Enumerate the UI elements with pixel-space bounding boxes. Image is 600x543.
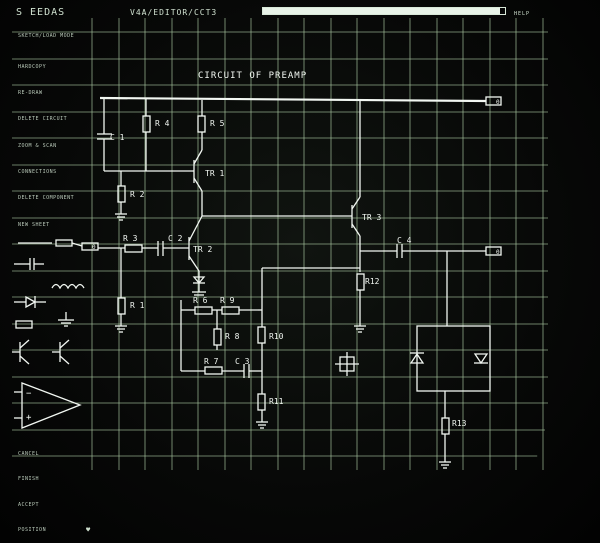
r10-label: R10 (269, 332, 284, 341)
palette-resistor-icon[interactable] (15, 320, 33, 329)
tr3-label: TR 3 (362, 213, 381, 222)
r13-resistor[interactable] (441, 417, 450, 435)
palette-capacitor-icon[interactable] (14, 258, 44, 270)
r6-label: R 6 (193, 296, 208, 305)
r7-label: R 7 (204, 357, 219, 366)
schematic-title: CIRCUIT OF PREAMP (198, 71, 307, 81)
r3-resistor[interactable] (124, 244, 143, 253)
menu-sketch-load-mode[interactable]: SKETCH/LOAD MODE (18, 33, 75, 39)
c4-capacitor[interactable] (396, 244, 403, 258)
palette-inductor-icon[interactable] (51, 283, 85, 290)
menu-delete-component[interactable]: DELETE COMPONENT (18, 195, 75, 201)
r9-resistor[interactable] (221, 306, 240, 315)
svg-text:0: 0 (496, 99, 500, 106)
r12-ground-icon (354, 325, 366, 333)
svg-text:0: 0 (496, 249, 500, 256)
r11-resistor[interactable] (257, 393, 266, 411)
r7-resistor[interactable] (204, 366, 223, 375)
menu-delete-circuit[interactable]: DELETE CIRCUIT (18, 116, 68, 122)
r6-resistor[interactable] (194, 306, 213, 315)
r12-resistor[interactable] (356, 273, 365, 291)
diode-right-icon (473, 353, 489, 365)
r2-label: R 2 (130, 190, 145, 199)
r13-ground-icon (439, 461, 451, 469)
input-resistor[interactable] (55, 239, 73, 247)
menu-hardcopy[interactable]: HARDCOPY (18, 64, 47, 70)
menu-new-sheet[interactable]: NEW SHEET (18, 222, 50, 228)
palette-ground-icon[interactable] (58, 312, 74, 327)
c3-capacitor[interactable] (243, 364, 250, 378)
palette-pnp-transistor-icon[interactable] (52, 339, 70, 365)
c3-label: C 3 (235, 357, 250, 366)
r11-ground-icon (256, 421, 268, 429)
diode-block[interactable] (416, 325, 491, 392)
input-terminal[interactable] (81, 242, 99, 251)
r1-resistor[interactable] (117, 297, 126, 315)
help-button[interactable]: HELP (514, 11, 531, 17)
cursor-marker-icon: ♥ (86, 526, 92, 534)
tr1-label: TR 1 (205, 169, 224, 178)
r4-resistor[interactable] (142, 115, 151, 133)
r9-label: R 9 (220, 296, 235, 305)
menu-redraw[interactable]: RE-DRAW (18, 90, 43, 96)
r5-label: R 5 (210, 119, 225, 128)
document-path: V4A/EDITOR/CCT3 (130, 8, 218, 17)
menu-connections[interactable]: CONNECTIONS (18, 169, 57, 175)
r4-label: R 4 (155, 119, 170, 128)
r2-resistor[interactable] (117, 185, 126, 203)
r3-label: R 3 (123, 234, 138, 243)
c1-capacitor[interactable] (97, 99, 112, 171)
zener-diode-icon (192, 276, 206, 296)
palette-opamp-icon[interactable]: − + (14, 382, 82, 429)
menu-finish[interactable]: FINISH (18, 476, 40, 482)
svg-text:+: + (26, 413, 32, 423)
palette-npn-transistor-icon[interactable] (12, 339, 30, 365)
c2-capacitor[interactable] (157, 241, 189, 256)
r11-label: R11 (269, 397, 284, 406)
c1-label: C 1 (110, 133, 125, 142)
menu-accept[interactable]: ACCEPT (18, 502, 40, 508)
r10-resistor[interactable] (257, 326, 266, 344)
r12-label: R12 (365, 277, 380, 286)
r8-label: R 8 (225, 332, 240, 341)
progress-bar (262, 7, 506, 15)
palette-diode-icon[interactable] (14, 295, 46, 309)
supply-rail (99, 96, 487, 103)
c2-label: C 2 (168, 234, 183, 243)
tr2-label: TR 2 (193, 245, 212, 254)
r1-ground-icon (115, 325, 127, 333)
diode-left-icon (409, 352, 425, 364)
supply-terminal[interactable] (485, 96, 502, 106)
r13-label: R13 (452, 419, 467, 428)
crosshair-cursor-icon[interactable] (335, 352, 359, 376)
menu-position[interactable]: POSITION (18, 527, 47, 533)
output-terminal[interactable] (485, 246, 502, 256)
r5-resistor[interactable] (197, 115, 206, 133)
c4-label: C 4 (397, 236, 412, 245)
progress-bar-fill (263, 8, 501, 14)
menu-cancel[interactable]: CANCEL (18, 451, 40, 457)
app-title: S EEDAS (16, 7, 66, 18)
r2-ground-icon (115, 213, 127, 221)
r1-label: R 1 (130, 301, 145, 310)
r8-resistor[interactable] (213, 328, 222, 346)
tr1-transistor[interactable] (104, 149, 203, 216)
menu-zoom-scan[interactable]: ZOOM & SCAN (18, 143, 57, 149)
svg-text:0: 0 (92, 244, 96, 251)
svg-text:−: − (26, 389, 32, 399)
